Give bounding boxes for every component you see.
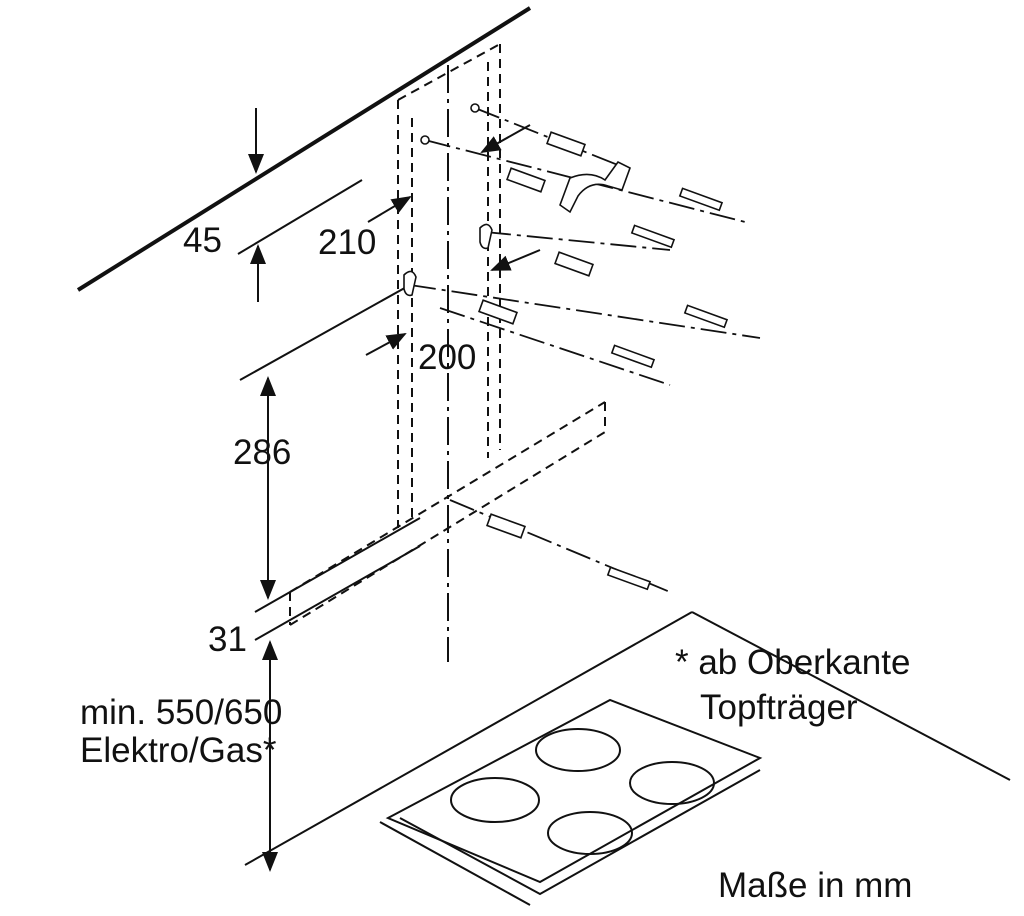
- units-note: Maße in mm: [718, 866, 913, 905]
- dimension-286: 286: [233, 433, 292, 472]
- footnote-line1: * ab Oberkante: [675, 643, 911, 682]
- hob-burners: [450, 728, 715, 855]
- dimension-45: 45: [183, 221, 222, 260]
- footnote-line2: Topfträger: [700, 688, 858, 727]
- dimension-200: 200: [418, 338, 477, 377]
- dimension-210: 210: [318, 223, 377, 262]
- min-height-label-line2: Elektro/Gas*: [80, 731, 277, 770]
- dimension-31: 31: [208, 620, 247, 659]
- ceiling-line: [76, 6, 532, 292]
- min-height-label-line1: min. 550/650: [80, 693, 283, 732]
